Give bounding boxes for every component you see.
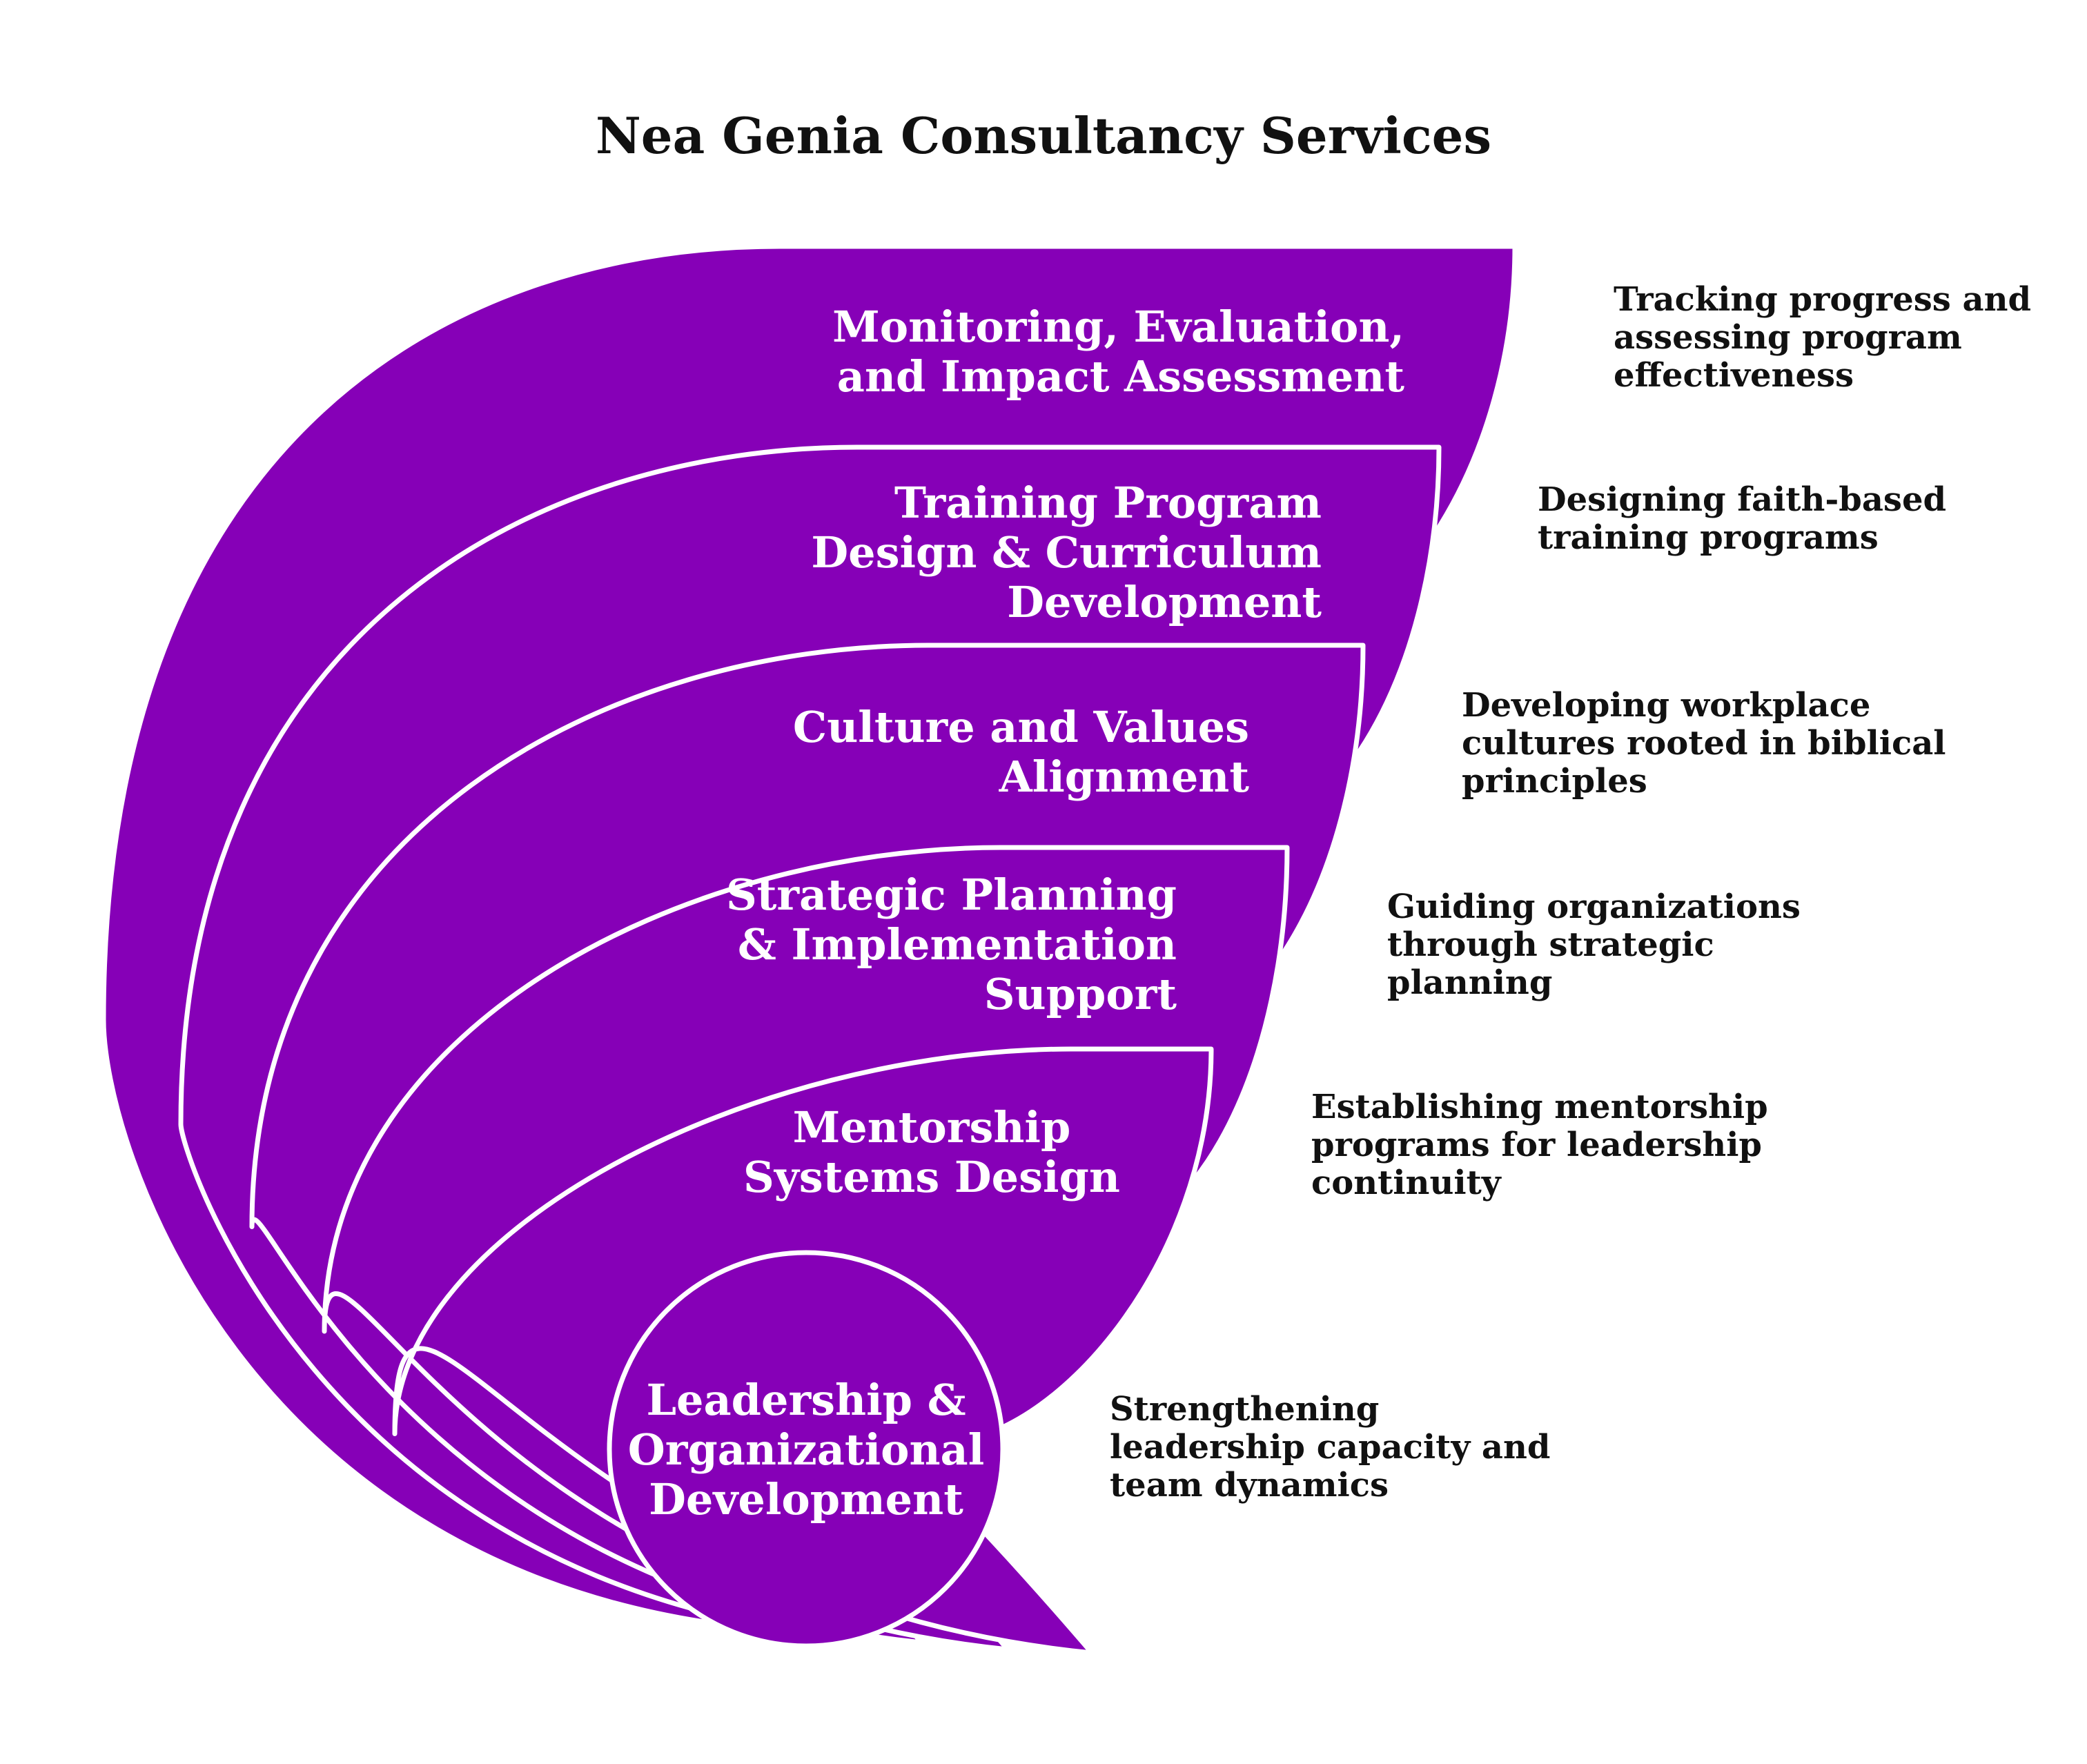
service-label-line: Development [649,1474,963,1525]
service-labels: Monitoring, Evaluation,and Impact Assess… [628,302,1405,1525]
service-description-line: programs for leadership [1311,1126,1762,1164]
service-label-line: Culture and Values [793,702,1249,752]
service-label-line: Leadership & [646,1375,966,1425]
service-description-line: cultures rooted in biblical [1462,724,1946,763]
service-description-line: effectiveness [1614,356,1854,395]
service-label-line: Training Program [894,478,1322,528]
service-label-line: Systems Design [743,1152,1120,1202]
service-description-line: Establishing mentorship [1311,1088,1768,1126]
service-label-1: Monitoring, Evaluation,and Impact Assess… [832,302,1404,402]
service-description-line: Guiding organizations [1387,888,1801,926]
service-description-line: leadership capacity and [1110,1428,1550,1467]
service-description-line: training programs [1538,518,1879,557]
service-description-line: team dynamics [1110,1466,1389,1505]
service-label-line: Organizational [628,1424,985,1475]
service-label-line: Monitoring, Evaluation, [832,302,1404,352]
service-label-line: Alignment [999,752,1250,802]
service-label-line: Strategic Planning [726,870,1177,920]
service-layer-6 [607,1250,1006,1649]
service-label-line: Design & Curriculum [811,527,1322,578]
service-label-line: Development [1007,577,1322,627]
service-label-line: Support [984,969,1177,1019]
service-description-line: continuity [1311,1164,1502,1202]
service-description-line: planning [1387,963,1552,1002]
service-description-line: Tracking progress and [1614,280,2031,319]
service-label-line: & Implementation [738,919,1177,970]
diagram-title: Nea Genia Consultancy Services [596,106,1491,165]
service-label-line: Mentorship [793,1102,1071,1153]
service-label-line: and Impact Assessment [837,351,1405,402]
service-description-line: principles [1462,762,1647,801]
service-description-line: Designing faith-based [1538,480,1946,519]
service-description-line: assessing program [1614,318,1962,357]
service-description-line: Strengthening [1110,1390,1379,1429]
service-layers [101,244,1518,1656]
service-description-line: Developing workplace [1462,686,1870,725]
service-description-line: through strategic [1387,925,1714,964]
